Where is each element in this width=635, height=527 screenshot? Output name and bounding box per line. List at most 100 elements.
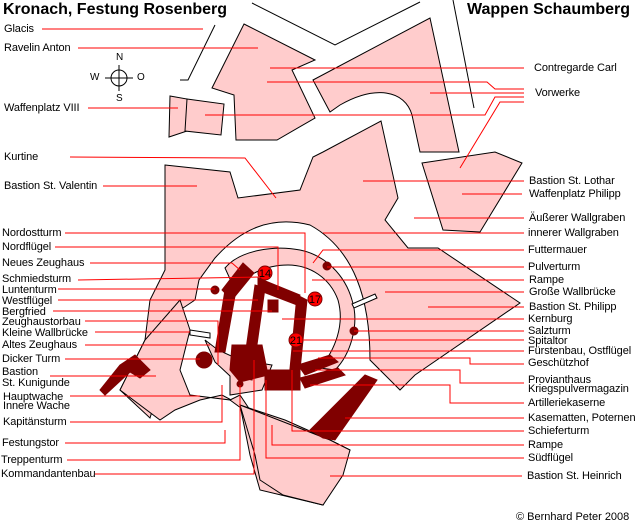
luntenturm xyxy=(210,285,220,295)
compass-south: S xyxy=(116,93,123,104)
tower-17-number: 17 xyxy=(309,294,321,306)
glacis-line-west xyxy=(180,24,216,81)
leader-neues-zeughaus xyxy=(90,262,241,271)
leader-schmiedsturm xyxy=(77,276,261,281)
page-title: Kronach, Festung Rosenberg xyxy=(3,1,228,18)
label-nordostturm: Nordostturm xyxy=(2,227,62,239)
label-luntenturm: Luntenturm xyxy=(2,284,57,296)
label-innere-wache: Innere Wache xyxy=(3,400,70,412)
label-provianthaus: Provianthaus xyxy=(528,374,592,386)
label-glacis: Glacis xyxy=(4,23,34,35)
label-kriegspulvermagazin: Kriegspulvermagazin xyxy=(528,383,629,395)
leader-treppenturm xyxy=(67,385,241,461)
label-bastion-st-lothar: Bastion St. Lothar xyxy=(529,175,615,187)
label-bastion-st-heinrich: Bastion St. Heinrich xyxy=(527,470,622,482)
label-bastion-st-philipp: Bastion St. Philipp xyxy=(529,301,617,313)
label-st-kunigunde: St. Kunigunde xyxy=(2,377,70,389)
tower-21-number: 21 xyxy=(290,335,302,347)
waffenplatz-philipp xyxy=(421,151,523,233)
label-dicker-turm: Dicker Turm xyxy=(2,353,61,365)
label-hauptwache: Hauptwache xyxy=(3,391,64,403)
label-artilleriekaserne: Artilleriekaserne xyxy=(528,397,606,409)
leader-festungstor xyxy=(65,430,226,444)
label-pulverturm: Pulverturm xyxy=(528,261,581,273)
label-kasematten-poternen: Kasematten, Poternen xyxy=(528,412,635,424)
label-bergfried: Bergfried xyxy=(2,306,46,318)
label-altes-zeughaus: Altes Zeughaus xyxy=(2,339,78,351)
outer-works xyxy=(119,17,523,506)
label-zeughaustorbau: Zeughaustorbau xyxy=(2,316,81,328)
label-festungstor: Festungstor xyxy=(2,437,59,449)
leader-rampe-south xyxy=(271,425,524,446)
leader-lines xyxy=(42,28,524,477)
leader-schieferturm xyxy=(291,370,524,432)
bridges xyxy=(189,293,378,339)
leader-kommandantenbau xyxy=(95,360,255,475)
label-geschuetzhof: Geschützhof xyxy=(528,357,589,369)
compass-north: N xyxy=(116,52,124,63)
artilleriekaserne xyxy=(309,374,378,441)
label-bastion: Bastion xyxy=(2,366,38,378)
label-rampe-south: Rampe xyxy=(528,439,563,451)
label-westfluegel: Westflügel xyxy=(2,295,53,307)
label-fuerstenbau-ostfluegel: Fürstenbau, Ostflügel xyxy=(528,345,632,357)
bergfried xyxy=(267,299,279,313)
label-kommandantenbau: Kommandantenbau xyxy=(1,468,96,480)
label-kapitaensturm: Kapitänsturm xyxy=(3,416,67,428)
outer-rampart xyxy=(119,120,521,419)
label-waffenplatz-viii: Waffenplatz VIII xyxy=(4,102,80,114)
grosse-wallbruecke xyxy=(351,293,378,309)
dicker-turm xyxy=(195,351,213,369)
label-spitaltor: Spitaltor xyxy=(528,335,568,347)
label-rampe-north: Rampe xyxy=(529,274,564,286)
ravelin-anton xyxy=(211,23,317,141)
label-treppenturm: Treppenturm xyxy=(1,454,63,466)
waffenplatz-viii-a xyxy=(168,95,188,138)
label-vorwerke: Vorwerke xyxy=(535,87,581,99)
label-schieferturm: Schieferturm xyxy=(528,425,590,437)
label-bastion-st-valentin: Bastion St. Valentin xyxy=(4,180,98,192)
kleine-wallbruecke xyxy=(189,329,211,339)
label-kurtine: Kurtine xyxy=(4,151,39,163)
kriegspulvermagazin xyxy=(299,367,346,389)
label-futtermauer: Futtermauer xyxy=(528,244,587,256)
leader-vorwerke-1 xyxy=(267,81,524,90)
contregarde-carl xyxy=(312,17,460,153)
copyright-notice: © Bernhard Peter 2008 xyxy=(516,511,630,523)
leader-kapitaensturm xyxy=(70,385,223,423)
compass-west: W xyxy=(90,72,100,83)
label-kernburg: Kernburg xyxy=(528,313,573,325)
leader-artilleriekaserne xyxy=(310,384,524,404)
kommandantenbau xyxy=(229,344,269,383)
leader-kurtine xyxy=(69,156,277,199)
label-salzturm: Salzturm xyxy=(528,325,571,337)
tower-14-number: 14 xyxy=(259,268,271,280)
label-schmiedsturm: Schmiedsturm xyxy=(2,273,72,285)
waffenplatz-viii-b xyxy=(184,98,225,136)
leader-provianthaus xyxy=(315,369,524,384)
suedfluegel xyxy=(264,369,301,391)
label-innerer-wallgraben: innerer Wallgraben xyxy=(528,227,619,239)
leader-suedfluegel xyxy=(265,380,524,459)
leader-nordfluegel xyxy=(55,246,279,290)
leader-nordostturm xyxy=(65,232,306,293)
tower-14-schmiedsturm xyxy=(257,265,273,281)
leader-geschuetzhof xyxy=(318,357,524,365)
marked-towers: 14 17 21 xyxy=(257,265,323,348)
label-grosse-wallbruecke: Große Wallbrücke xyxy=(529,286,616,298)
label-neues-zeughaus: Neues Zeughaus xyxy=(2,257,85,269)
tower-17-nordostturm xyxy=(307,291,323,307)
pulverturm xyxy=(322,261,332,271)
label-contregarde-carl: Contregarde Carl xyxy=(534,62,617,74)
hauptwache xyxy=(99,354,151,396)
compass-icon xyxy=(105,65,133,91)
label-waffenplatz-philipp: Waffenplatz Philipp xyxy=(529,188,621,200)
glacis-line-north xyxy=(251,1,421,46)
leader-futtermauer xyxy=(312,249,524,264)
south-works xyxy=(239,404,351,506)
label-nordfluegel: Nordflügel xyxy=(2,241,52,253)
glacis-line-east xyxy=(452,0,475,109)
leader-vorwerke-3 xyxy=(205,96,524,116)
